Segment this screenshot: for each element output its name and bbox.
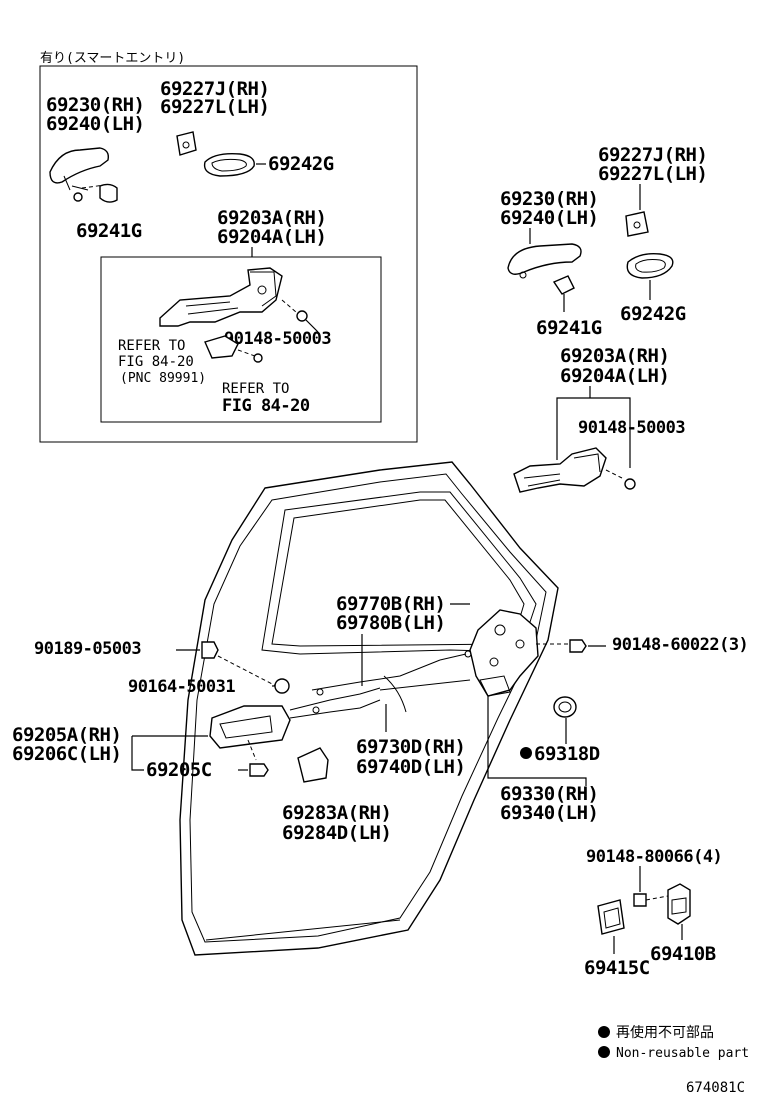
inner-handle-lh: 69206C(LH) — [12, 743, 121, 765]
right-gasket-icon — [626, 252, 674, 279]
right-handle-icon — [507, 243, 582, 279]
seal-icon — [553, 696, 577, 718]
legend-en: Non-reusable part — [616, 1046, 749, 1061]
inner-handle-sub: 69205C — [146, 759, 212, 781]
inset-frame-rh: 69203A(RH) — [217, 207, 326, 229]
striker-plate-icon — [597, 899, 625, 935]
lock-lh: 69340(LH) — [500, 802, 598, 824]
inset-cover-lh: 69227L(LH) — [160, 96, 269, 118]
striker-screw-icon — [633, 893, 647, 907]
inset-refer1-line1: REFER TO — [118, 338, 185, 354]
right-handle-rh: 69230(RH) — [500, 188, 598, 210]
striker-plate: 69415C — [584, 957, 650, 979]
inner-cover-lh: 69284D(LH) — [282, 822, 391, 844]
handle-pad-icon — [99, 183, 118, 203]
right-pad2: 69241G — [536, 317, 602, 339]
lock-rh: 69330(RH) — [500, 783, 598, 805]
right-handle-lh: 69240(LH) — [500, 207, 598, 229]
right-cover-lh: 69227L(LH) — [598, 163, 707, 185]
right-cover-icon — [625, 211, 649, 237]
right-frame-rh: 69203A(RH) — [560, 345, 669, 367]
cable-2-lh: 69740D(LH) — [356, 756, 465, 778]
striker-screw: 90148-80066(4) — [586, 847, 722, 867]
lock-screw-icon — [569, 639, 587, 653]
striker-icon — [667, 883, 691, 925]
inset-handle-rh: 69230(RH) — [46, 94, 144, 116]
inner-cover-rh: 69283A(RH) — [282, 802, 391, 824]
handle-gasket-icon — [203, 152, 255, 177]
inset-refer2-line1: REFER TO — [222, 381, 289, 397]
legend-jp: 再使用不可部品 — [616, 1024, 714, 1041]
inner-handle-screw-icon — [249, 763, 269, 777]
seal: 69318D — [534, 743, 600, 765]
cable-2-rh: 69730D(RH) — [356, 736, 465, 758]
door-lock-icon — [469, 609, 539, 697]
screw-2-icon — [274, 678, 290, 694]
right-pad2-icon — [552, 275, 575, 295]
outside-handle-group: 69227J(RH) 69227L(LH) 69230(RH) 69240(LH… — [500, 144, 708, 493]
right-frame-lh: 69204A(LH) — [560, 365, 669, 387]
lock-screw: 90148-60022(3) — [612, 635, 748, 655]
inset-refer1-line2: FIG 84-20 — [118, 354, 194, 370]
handle-frame-icon — [159, 267, 283, 327]
inner-cover-icon — [297, 747, 329, 783]
right-pad: 69242G — [620, 303, 686, 325]
cable-1-rh: 69770B(RH) — [336, 593, 445, 615]
inset-frame-lh: 69204A(LH) — [217, 226, 326, 248]
inner-handle-icon — [209, 705, 291, 761]
sensor-icon — [204, 335, 239, 359]
figure-id: 674081C — [686, 1080, 745, 1096]
inset-cover-rh: 69227J(RH) — [160, 78, 269, 100]
inset-refer1-pnc: (PNC 89991) — [120, 371, 206, 386]
outside-handle-icon — [49, 147, 110, 202]
inset-pad2: 69241G — [76, 220, 142, 242]
right-cover-rh: 69227J(RH) — [598, 144, 707, 166]
inner-handle-rh: 69205A(RH) — [12, 724, 121, 746]
inset-handle-lh: 69240(LH) — [46, 113, 144, 135]
right-frame-icon — [513, 447, 607, 493]
inset-refer2-line2: FIG 84-20 — [222, 396, 310, 416]
handle-cover-icon — [176, 131, 197, 156]
screw-1: 90189-05003 — [34, 639, 141, 659]
screw-2: 90164-50031 — [128, 677, 235, 697]
bolt-icon — [296, 310, 308, 322]
inset-header: 有り(スマートエントリ) — [40, 51, 185, 66]
right-bolt: 90148-50003 — [578, 418, 685, 438]
cable-1-lh: 69780B(LH) — [336, 612, 445, 634]
inset-bolt: 90148-50003 — [224, 329, 331, 349]
striker: 69410B — [650, 943, 716, 965]
inset-pad: 69242G — [268, 153, 334, 175]
legend: 再使用不可部品 Non-reusable part — [598, 1024, 749, 1061]
smart-entry-inset: 有り(スマートエントリ) 69230(RH) 69240(LH) 69241G … — [39, 51, 418, 443]
screw-1-icon — [201, 641, 219, 659]
